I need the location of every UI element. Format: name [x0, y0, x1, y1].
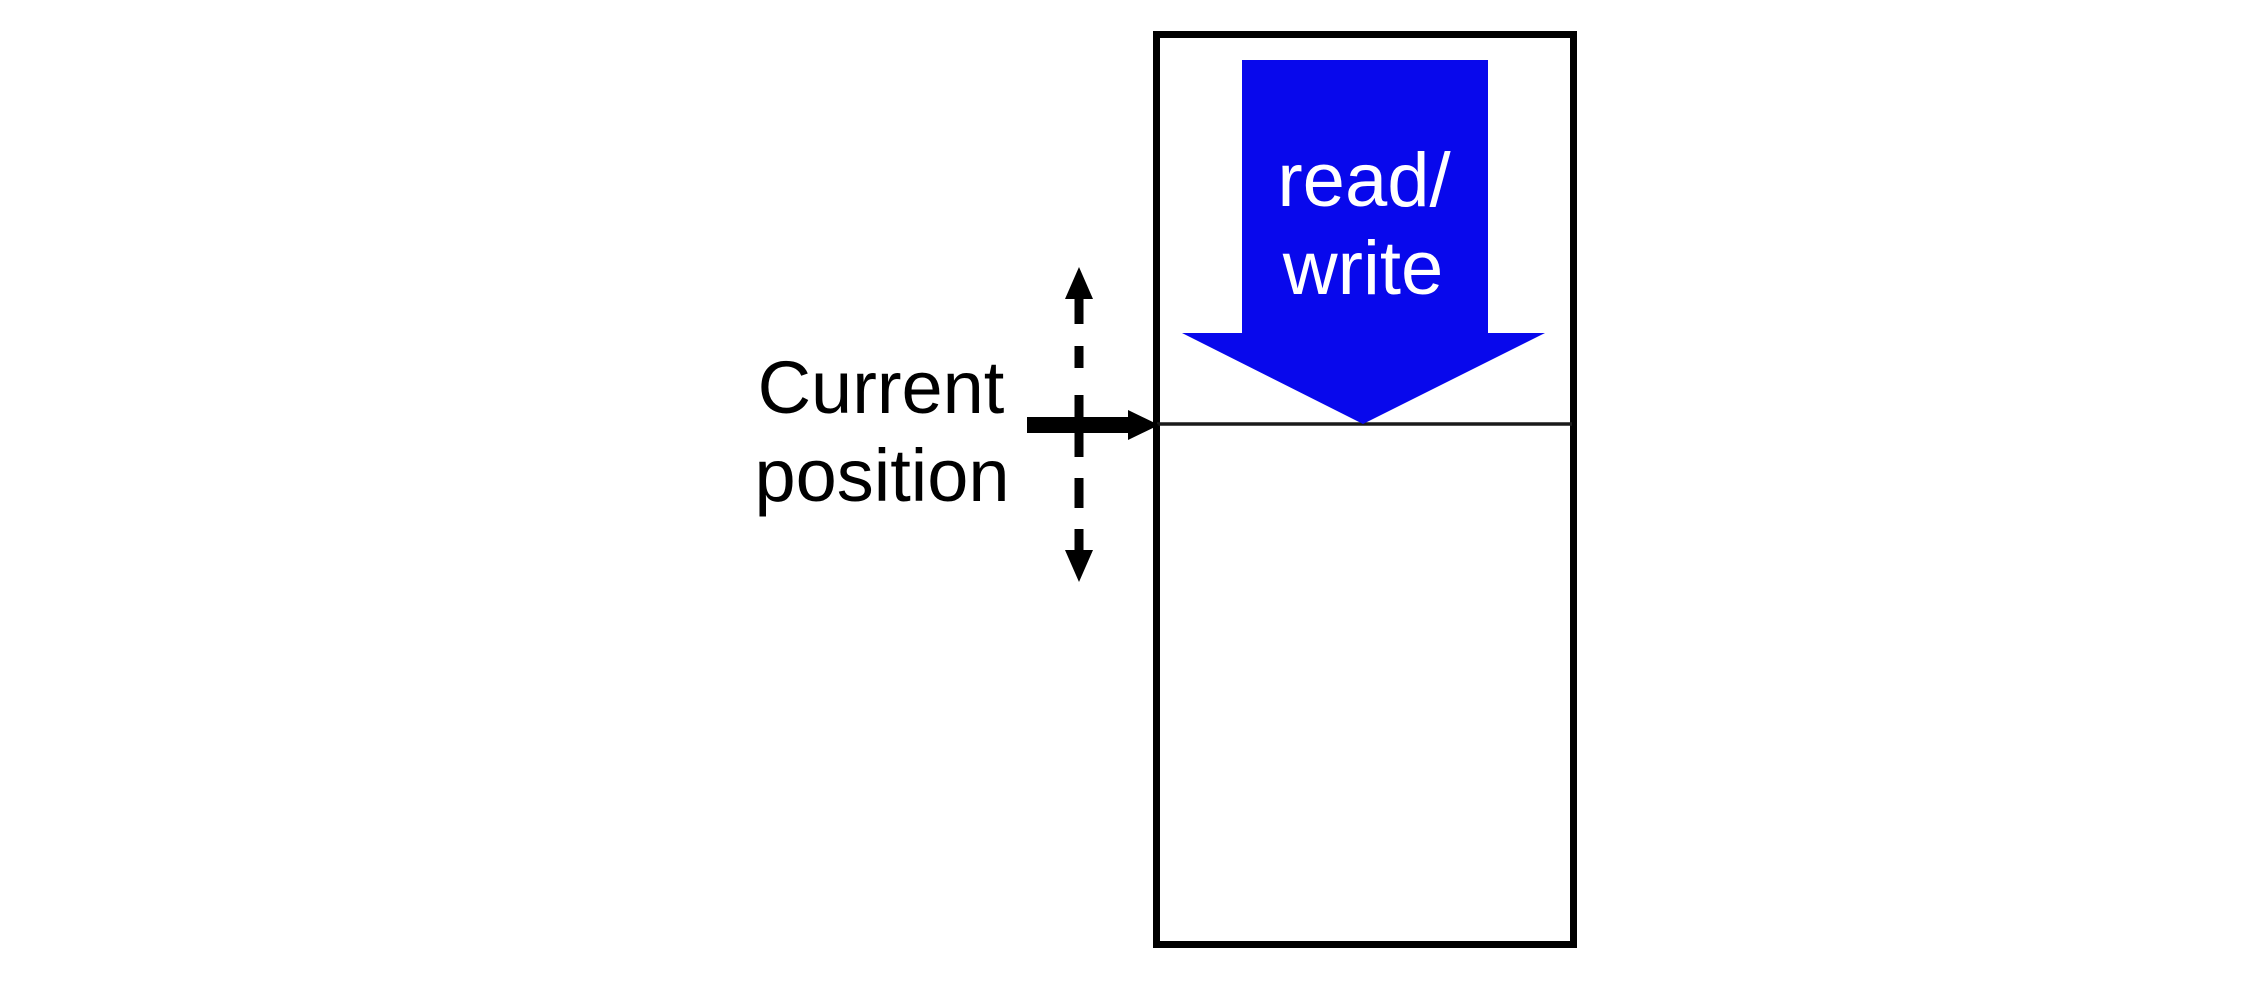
read-write-block-arrow	[1182, 60, 1545, 424]
seek-arrow-up-head	[1065, 267, 1093, 299]
current-position-label-line2: position	[754, 434, 1009, 517]
pointer-arrow-head	[1128, 410, 1159, 440]
read-write-label-line2: write	[1282, 226, 1443, 311]
read-write-label-line1: read/	[1277, 138, 1451, 223]
current-position-pointer-arrow	[1027, 410, 1159, 440]
seek-arrow-down-head	[1065, 550, 1093, 582]
current-position-label-line1: Current	[758, 346, 1005, 429]
pointer-arrow-shaft	[1027, 417, 1131, 433]
